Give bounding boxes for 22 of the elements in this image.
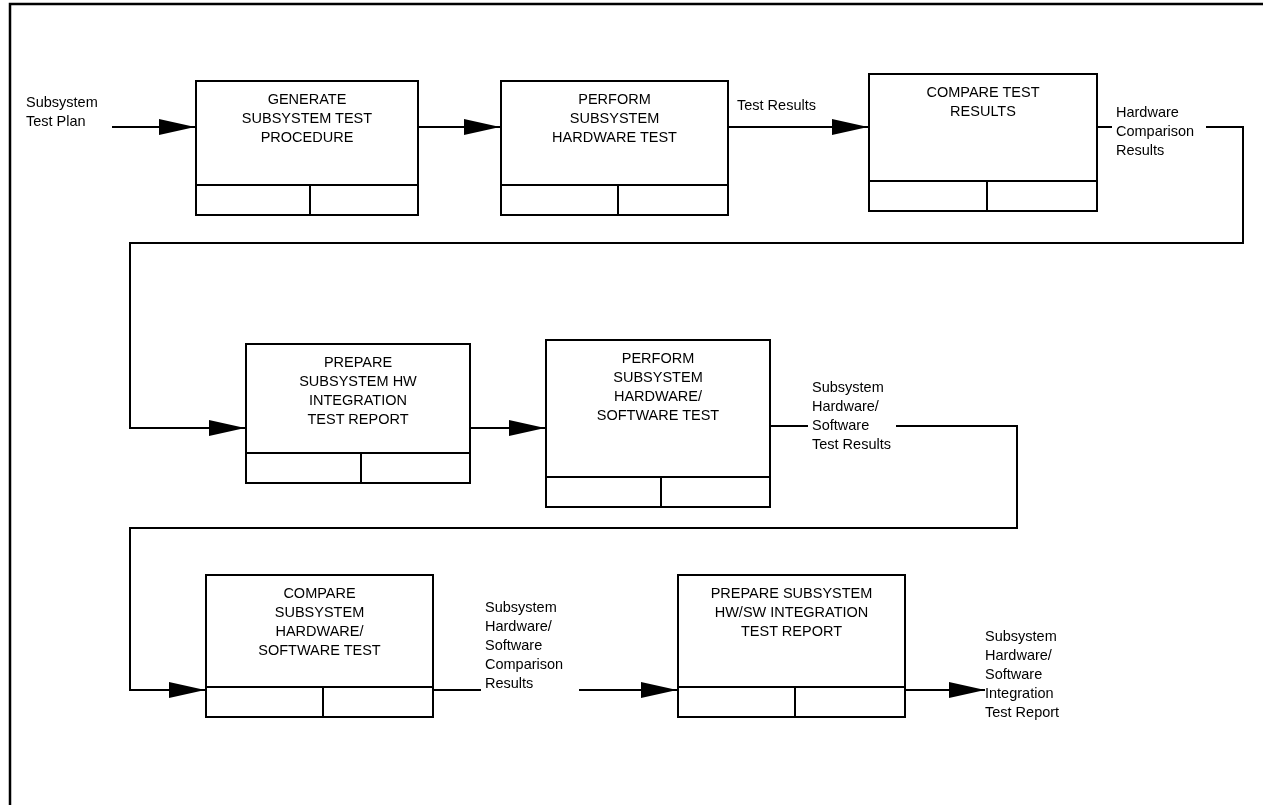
arrow — [728, 119, 869, 135]
arrow — [470, 420, 546, 436]
process-box — [545, 339, 771, 508]
process-label: PREPARE SUBSYSTEM HW/SW INTEGRATION TEST REPORT — [709, 584, 874, 641]
process-box — [205, 574, 434, 718]
arrow — [111, 119, 196, 135]
arrow — [905, 682, 986, 698]
process-box — [677, 574, 906, 718]
process-box — [500, 80, 729, 216]
process-label: PREPARE SUBSYSTEM HW INTEGRATION TEST REPORT — [298, 353, 418, 429]
process-label: COMPARE SUBSYSTEM HARDWARE/ SOFTWARE TEST — [257, 584, 382, 660]
process-label: PERFORM SUBSYSTEM HARDWARE/ SOFTWARE TEST — [595, 349, 721, 425]
arrow — [129, 425, 1018, 698]
process-box — [868, 73, 1098, 212]
process-label: GENERATE SUBSYSTEM TEST PROCEDURE — [240, 90, 374, 147]
process-box — [195, 80, 419, 216]
flow-label: Subsystem Hardware/ Software Integration Test Report — [985, 627, 1061, 722]
process-label: COMPARE TEST RESULTS — [925, 83, 1041, 121]
arrow — [418, 119, 501, 135]
process-label: PERFORM SUBSYSTEM HARDWARE TEST — [551, 90, 678, 147]
process-box — [245, 343, 471, 484]
flow-label: Subsystem Test Plan — [26, 93, 99, 131]
